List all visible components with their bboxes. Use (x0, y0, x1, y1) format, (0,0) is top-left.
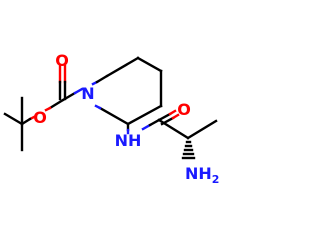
alpha-c-to-amine-hashed-wedge (181, 140, 196, 160)
carbonyl-to-alpha-c-bond (157, 118, 190, 140)
amine-subscript: 2 (212, 173, 220, 186)
ring-c2-c3-bond (105, 56, 140, 78)
molecule-structure: O O N NH O NH2 (3, 51, 219, 186)
boc-c-to-ring-n-bond (61, 91, 77, 102)
ring-c3-c4-bond (136, 56, 163, 73)
ring-c6-n-bond-n (94, 104, 102, 110)
ester-o-to-tbu-bond (20, 117, 32, 126)
boc-c-to-ring-n-bond-n (73, 87, 84, 95)
ring-n-to-c2-bond (95, 74, 109, 84)
boc-c-to-ester-o-bond-o (44, 106, 52, 112)
boc-c-to-ester-o-bond (48, 98, 65, 110)
boc-carbonyl-oxygen-label: O (55, 51, 69, 70)
ring-c6-n-bond (98, 106, 130, 126)
amide-nh-to-carbonyl-bond-n (141, 123, 152, 131)
ring-nitrogen-label: N (81, 84, 94, 103)
amine-nh2-label: NH2 (185, 164, 219, 186)
alpha-c-to-methyl-bond (186, 119, 218, 140)
amide-nh-label: NH (115, 131, 142, 150)
boc-carbonyl-double-bond (58, 64, 67, 101)
amide-nh-to-carbonyl-bond (148, 118, 161, 127)
amide-oxygen-label: O (177, 100, 191, 119)
ester-oxygen-label: O (33, 108, 47, 127)
tbu-methyl-bond-left (3, 112, 24, 126)
amine-nh-text: NH (185, 164, 212, 183)
ring-c5-c6-bond (126, 104, 163, 126)
